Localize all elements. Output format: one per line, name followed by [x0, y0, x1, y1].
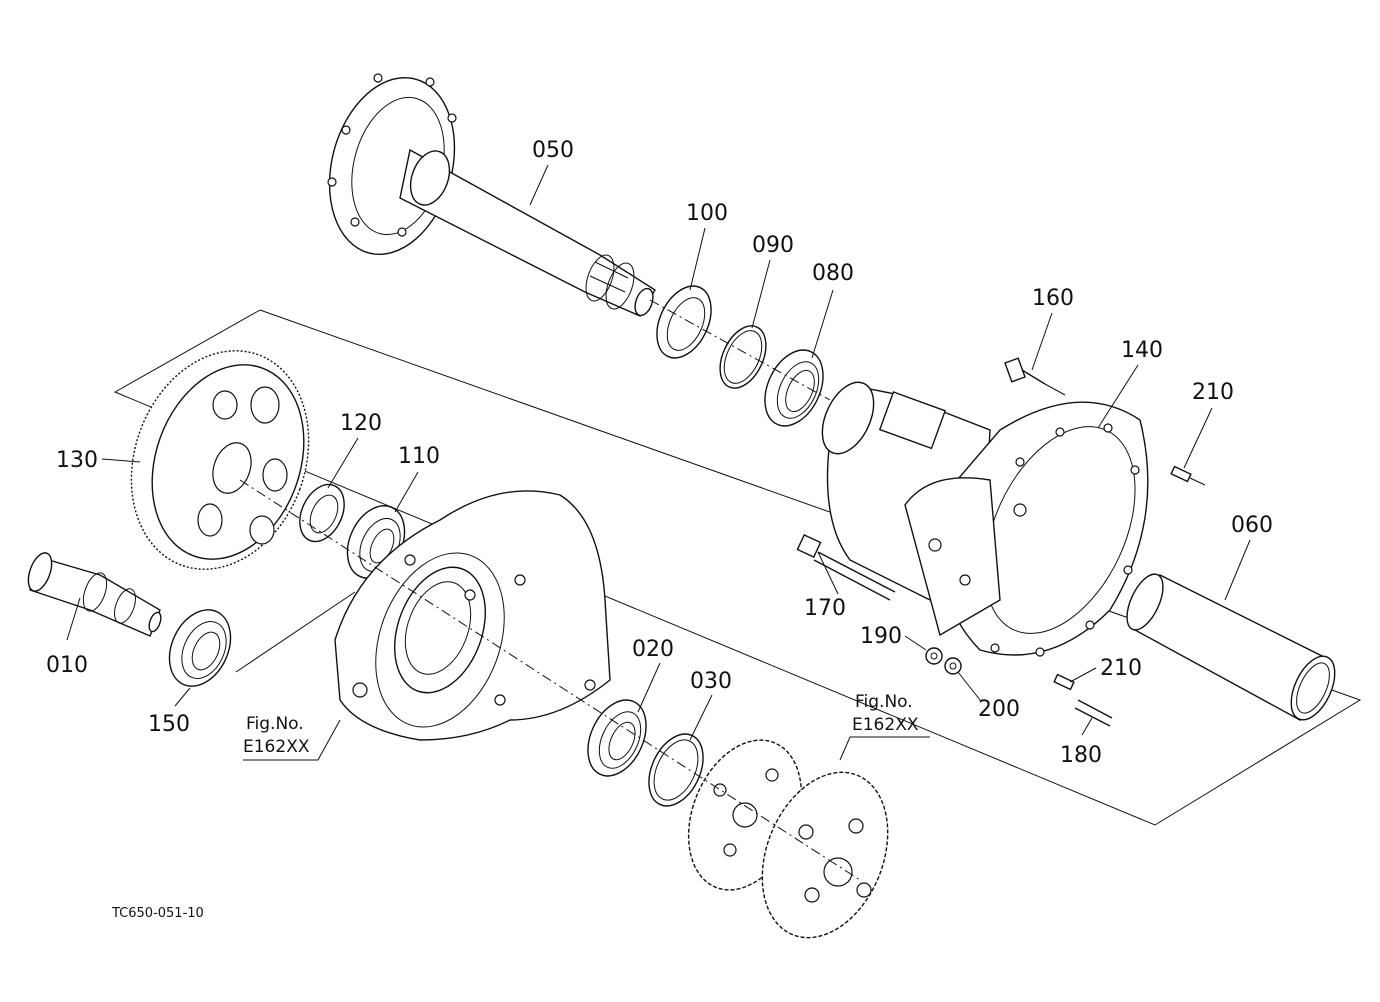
fig-ref-left-line2: E162XX — [243, 737, 310, 757]
snap-ring-090 — [719, 325, 767, 389]
bearing-150 — [168, 609, 232, 687]
part-label-110: 110 — [398, 444, 440, 469]
gear-130 — [130, 350, 310, 570]
part-label-210-lower: 210 — [1100, 656, 1142, 681]
part-label-010: 010 — [46, 653, 88, 678]
pin-210-lower — [1053, 673, 1075, 691]
part-label-180: 180 — [1060, 743, 1102, 768]
housing-140 — [821, 381, 1149, 657]
part-label-170: 170 — [804, 596, 846, 621]
part-label-120: 120 — [340, 411, 382, 436]
shaft-050 — [327, 73, 656, 317]
part-label-080: 080 — [812, 261, 854, 286]
fig-ref-right-line2: E162XX — [852, 715, 919, 735]
part-label-200: 200 — [978, 697, 1020, 722]
pinion-shaft-010 — [27, 552, 162, 637]
fig-ref-left-line1: Fig.No. — [246, 714, 304, 734]
part-label-100: 100 — [686, 201, 728, 226]
part-label-130: 130 — [56, 448, 98, 473]
bearing-080 — [764, 349, 824, 427]
fig-ref-right-line1: Fig.No. — [855, 692, 913, 712]
axis-line-lower — [239, 479, 861, 881]
part-label-160: 160 — [1032, 286, 1074, 311]
bolt-160 — [1004, 357, 1066, 396]
nut-190 — [925, 647, 943, 665]
part-label-210-upper: 210 — [1192, 380, 1234, 405]
part-label-150: 150 — [148, 712, 190, 737]
leader-lines — [66, 164, 1251, 761]
part-label-060: 060 — [1231, 513, 1273, 538]
boundary-leader — [235, 591, 356, 673]
seal-120 — [299, 483, 345, 543]
axis-line-upper — [649, 299, 831, 401]
part-label-090: 090 — [752, 233, 794, 258]
drawing-code: TC650-051-10 — [111, 906, 204, 921]
clutch-plates — [687, 739, 889, 939]
part-label-020: 020 — [632, 637, 674, 662]
seal-100 — [656, 285, 712, 359]
part-label-140: 140 — [1121, 338, 1163, 363]
tube-060 — [1126, 573, 1336, 721]
part-label-030: 030 — [690, 669, 732, 694]
stud-180 — [1074, 699, 1113, 727]
bolt-170 — [796, 534, 896, 601]
bearing-020 — [587, 699, 647, 777]
transmission-case — [334, 490, 611, 741]
washer-200 — [944, 657, 962, 675]
part-label-190: 190 — [860, 624, 902, 649]
pin-210-upper — [1170, 465, 1206, 486]
part-label-050: 050 — [532, 138, 574, 163]
